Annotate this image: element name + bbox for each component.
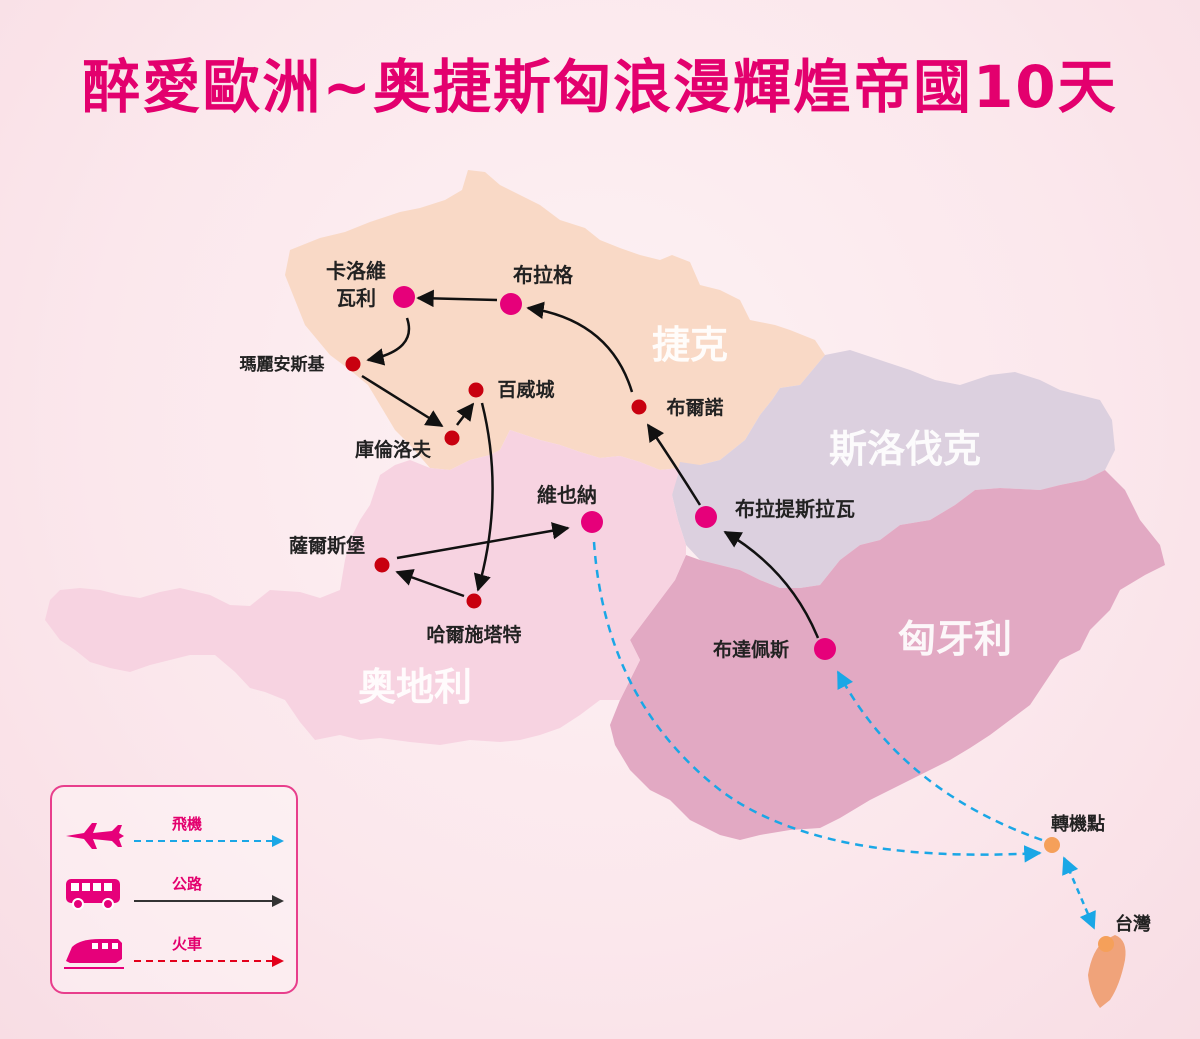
route-budapest-bratislava — [723, 530, 820, 639]
city-marker-prague — [500, 293, 522, 315]
airplane-icon — [66, 823, 124, 849]
legend-box: 飛機 公路 — [50, 785, 298, 994]
city-label-budapest: 布達佩斯 — [713, 638, 789, 661]
route-pilsen-hallstatt — [473, 402, 494, 592]
flight-transit-taiwan — [1062, 856, 1096, 930]
city-label-pilsen: 百威城 — [497, 378, 554, 401]
city-label-krumlov: 庫倫洛夫 — [355, 438, 432, 461]
city-marker-marianske — [345, 356, 361, 372]
legend-row-train: 火車 — [52, 929, 296, 979]
route-karlovy-marianske — [366, 317, 411, 366]
route-hallstatt-salzburg — [395, 569, 465, 598]
hungary-region — [610, 470, 1165, 840]
country-label-austria: 奥地利 — [358, 665, 472, 709]
city-marker-pilsen — [468, 382, 484, 398]
slovakia-region — [672, 350, 1115, 588]
route-prague-karlovy — [416, 289, 498, 308]
city-label-transit: 轉機點 — [1051, 813, 1105, 835]
city-label-marianske: 瑪麗安斯基 — [240, 354, 326, 375]
legend-row-road: 公路 — [52, 869, 296, 919]
city-label-prague: 布拉格 — [513, 263, 574, 287]
city-marker-salzburg — [374, 557, 390, 573]
taiwan-island — [1088, 935, 1126, 1008]
city-marker-transit — [1044, 837, 1060, 853]
route-krumlov-pilsen — [456, 402, 475, 426]
country-label-slovakia: 斯洛伐克 — [829, 427, 981, 471]
bus-icon — [66, 879, 120, 910]
train-icon — [64, 939, 124, 969]
city-marker-taiwan — [1098, 936, 1114, 952]
city-marker-karlovy-vary — [393, 286, 415, 308]
austria-region — [45, 430, 686, 745]
city-marker-budapest — [814, 638, 836, 660]
route-brno-prague — [526, 301, 634, 393]
city-marker-brno — [631, 399, 647, 415]
route-bratislava-brno — [646, 423, 702, 506]
city-marker-hallstatt — [466, 593, 482, 609]
flight-vienna-transit — [592, 541, 1042, 863]
city-label-bratislava: 布拉提斯拉瓦 — [735, 497, 855, 521]
legend-label-flight: 飛機 — [172, 815, 203, 833]
city-label-hallstatt: 哈爾施塔特 — [426, 623, 521, 646]
country-label-czech: 捷克 — [652, 323, 728, 367]
city-label-brno: 布爾諾 — [666, 396, 723, 419]
route-salzburg-vienna — [396, 522, 570, 560]
city-marker-krumlov — [444, 430, 460, 446]
city-label-karlovy-1: 卡洛維 — [326, 259, 386, 283]
legend-label-road: 公路 — [172, 875, 203, 893]
city-label-vienna: 維也納 — [537, 483, 597, 507]
city-marker-vienna — [581, 511, 603, 533]
legend-row-flight: 飛機 — [52, 809, 296, 859]
city-marker-bratislava — [695, 506, 717, 528]
city-label-karlovy-2: 瓦利 — [336, 286, 376, 310]
city-label-salzburg: 薩爾斯堡 — [289, 534, 365, 557]
page-title: 醉愛歐洲~奥捷斯匈浪漫輝煌帝國10天 — [82, 53, 1118, 121]
legend-label-train: 火車 — [172, 935, 203, 953]
country-label-hungary: 匈牙利 — [898, 617, 1012, 661]
route-marianske-krumlov — [361, 374, 444, 428]
czech-region — [285, 170, 825, 470]
city-label-taiwan: 台灣 — [1115, 913, 1151, 935]
